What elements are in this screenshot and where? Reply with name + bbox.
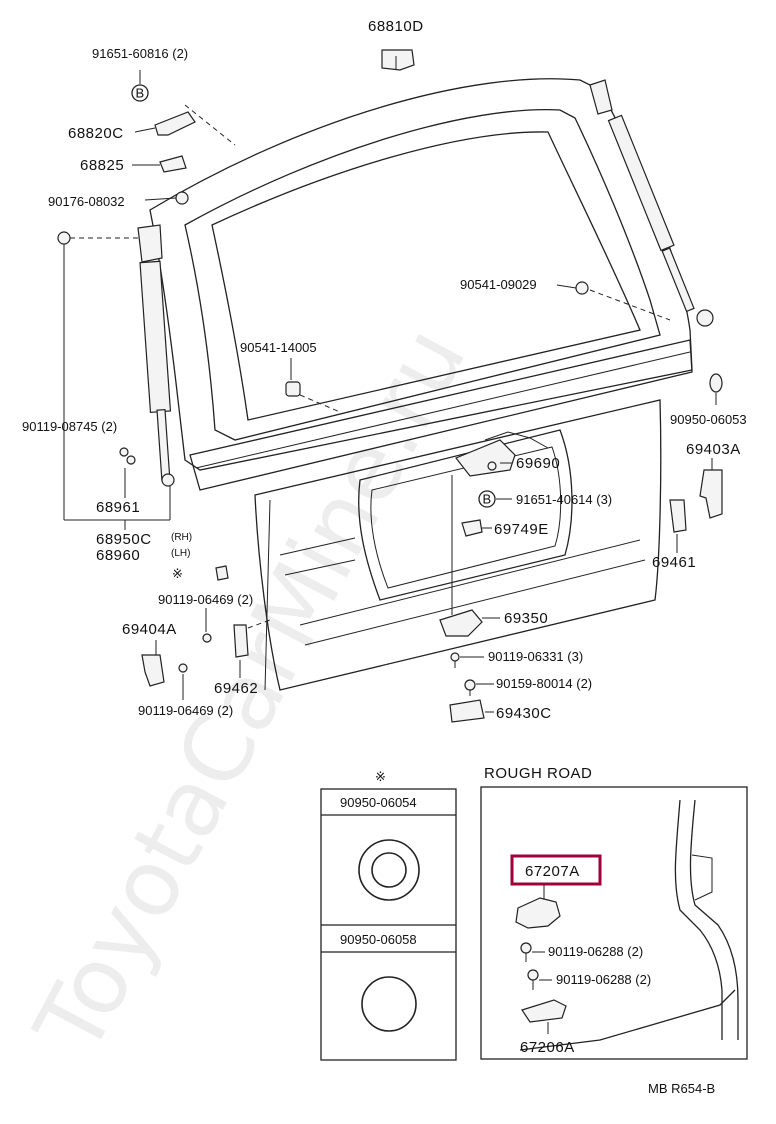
label-67206a: 67206A: [520, 1039, 575, 1056]
label-90176-08032: 90176-08032: [48, 194, 125, 209]
label-68950c: 68950C: [96, 531, 152, 548]
label-69404a: 69404A: [122, 621, 177, 638]
label-69462: 69462: [214, 680, 258, 697]
bracket-69461: [669, 499, 687, 533]
label-90119-08745: 90119-08745 (2): [22, 419, 117, 434]
part-67207a: [515, 897, 561, 929]
part-67206a: [521, 999, 567, 1023]
inset-label-90950-06054: 90950-06054: [340, 795, 417, 810]
label-90950-06053: 90950-06053: [670, 412, 747, 427]
label-67207a: 67207A: [525, 863, 580, 880]
cushion-90541-14005: [285, 381, 301, 397]
cushion-90541-09029: [575, 281, 589, 295]
striker-69403a: [699, 469, 723, 519]
label-69403a: 69403A: [686, 441, 741, 458]
right-gas-strut: [589, 79, 714, 327]
label-69350: 69350: [504, 610, 548, 627]
lock-69690: [451, 431, 549, 615]
label-90159-80014: 90159-80014 (2): [496, 676, 592, 691]
leader-lines: [63, 70, 717, 713]
striker-69430c: [449, 699, 485, 723]
label-68810d: 68810D: [368, 18, 424, 35]
control-69350: [439, 609, 483, 637]
rough-road-title: ROUGH ROAD: [484, 765, 592, 782]
label-68960: 68960: [96, 547, 140, 564]
clip-90176: [175, 191, 189, 205]
b-marker-1: B: [131, 84, 149, 102]
label-69749e: 69749E: [494, 521, 549, 538]
hinge-68810d: [381, 49, 415, 71]
label-90119-06469-b: 90119-06469 (2): [138, 703, 233, 718]
screws: [119, 447, 476, 696]
label-90119-06288-a: 90119-06288 (2): [548, 944, 643, 959]
bracket-69462: [233, 624, 249, 658]
gasket-68825: [159, 155, 187, 173]
svg-text:B: B: [136, 86, 145, 101]
label-90119-06331: 90119-06331 (3): [488, 649, 583, 664]
bracket-69404a: [141, 654, 165, 687]
label-68961: 68961: [96, 499, 140, 516]
label-68820c: 68820C: [68, 125, 124, 142]
label-90119-06469-a: 90119-06469 (2): [158, 592, 253, 607]
inset-label-90950-06058: 90950-06058: [340, 932, 417, 947]
label-68825: 68825: [80, 157, 124, 174]
inset-rough-road: ROUGH ROAD 67207A 90119-06288 (2) 90119-…: [480, 765, 748, 1060]
label-91651-40614: 91651-40614 (3): [516, 492, 612, 507]
label-rh: (RH): [171, 532, 192, 543]
grommet-small: [215, 565, 229, 581]
label-69430c: 69430C: [496, 705, 552, 722]
label-lh: (LH): [171, 548, 190, 559]
hinge-68820c: [154, 111, 196, 136]
highlight-box-67207a: [510, 854, 602, 886]
back-door-panel: [70, 78, 693, 691]
label-90541-09029: 90541-09029: [460, 277, 537, 292]
note-symbol-1: ※: [172, 566, 183, 581]
inset-grommets: ※ 90950-06054 90950-06058: [320, 769, 457, 1061]
label-90119-06288-b: 90119-06288 (2): [556, 972, 651, 987]
grommet-90950-06053: [709, 373, 723, 393]
label-69461: 69461: [652, 554, 696, 571]
label-69690: 69690: [516, 455, 560, 472]
svg-text:B: B: [483, 492, 492, 507]
clip-69749e: [461, 519, 483, 537]
label-90541-14005: 90541-14005: [240, 340, 317, 355]
inset-note-symbol: ※: [375, 769, 386, 784]
b-marker-2: B: [478, 490, 496, 508]
label-91651-60816: 91651-60816 (2): [92, 46, 188, 61]
figure-reference: MB R654-B: [648, 1081, 715, 1096]
left-gas-strut: [57, 224, 175, 487]
